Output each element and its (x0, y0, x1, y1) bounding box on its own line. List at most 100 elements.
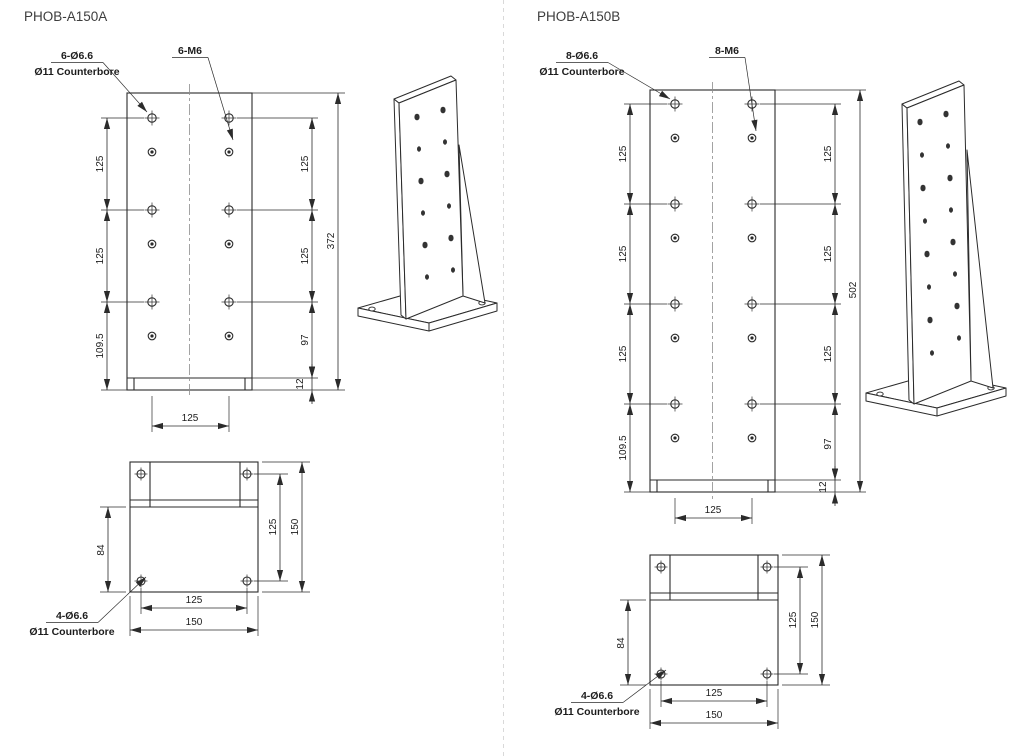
iso-base-front-right (936, 387, 1007, 417)
dim-b-right-3: 125 (823, 345, 834, 362)
panel-b-front-outline (649, 82, 776, 500)
iso-plate-face (906, 84, 972, 405)
callout-counterbore-line2: Ø11 Counterbore (539, 66, 624, 78)
base-hole (133, 466, 149, 482)
panel-b-callout-counterbore: 8-Ø6.6 Ø11 Counterbore (539, 50, 671, 100)
tapped-hole (670, 233, 680, 243)
counterbore-hole (220, 293, 238, 311)
base-hole (759, 559, 775, 575)
counterbore-hole (143, 201, 161, 219)
dim-b-bottom-inner: 125 (706, 688, 723, 699)
panel-a-front-view: 125 125 109.5 125 125 97 (34, 45, 345, 432)
panel-b-front-holes (666, 95, 761, 443)
panel-a-isometric-view (357, 75, 498, 332)
dim-b-right-4: 97 (823, 438, 834, 450)
panel-b-bottom-view: 84 125 150 125 150 4-Ø6.6 (554, 554, 830, 729)
dim-a-right-2: 125 (300, 247, 311, 264)
panel-a-callout-counterbore: 6-Ø6.6 Ø11 Counterbore (34, 50, 148, 113)
dim-b-width: 125 (705, 505, 722, 516)
callout-counterbore-line1: 6-Ø6.6 (61, 50, 93, 62)
dim-a-left-1: 125 (95, 155, 106, 172)
tapped-hole (747, 133, 757, 143)
callout-tapped-label: 8-M6 (715, 45, 739, 57)
dim-a-left-2: 125 (95, 247, 106, 264)
dim-a-right-4: 12 (295, 378, 306, 390)
counterbore-hole (666, 295, 684, 313)
panel-b-overall-dim: 502 (848, 90, 864, 492)
callout-base-line1: 4-Ø6.6 (56, 610, 88, 622)
tapped-hole (147, 331, 157, 341)
iso-plate-holes (917, 110, 961, 356)
counterbore-hole (143, 109, 161, 127)
tapped-hole (147, 147, 157, 157)
panel-a: PHOB-A150A (24, 9, 498, 638)
dim-a-bottom-outer: 150 (186, 617, 203, 628)
dim-a-bottom-side: 84 (96, 544, 107, 556)
iso-base-hole (876, 391, 884, 397)
panel-b-right-dims: 125 125 125 97 12 (760, 89, 866, 506)
dim-b-bottom-side: 84 (616, 637, 627, 649)
counterbore-hole (666, 195, 684, 213)
tapped-hole (747, 333, 757, 343)
panel-a-bottom-callout: 4-Ø6.6 Ø11 Counterbore (29, 576, 147, 638)
dim-b-right-5: 12 (818, 481, 829, 493)
panel-b-bottom-callout: 4-Ø6.6 Ø11 Counterbore (554, 669, 667, 718)
dim-b-left-4: 109.5 (618, 435, 629, 460)
panel-b-title: PHOB-A150B (537, 9, 620, 24)
panel-a-bottom-dims: 84 125 150 125 150 (96, 461, 310, 636)
callout-counterbore-line1: 8-Ø6.6 (566, 50, 598, 62)
dim-b-left-3: 125 (618, 345, 629, 362)
panel-b-bottom-dims: 84 125 150 125 150 (616, 554, 830, 729)
panel-b-isometric-view (865, 80, 1007, 417)
panel-a-front-holes (143, 109, 238, 341)
panel-a-callout-tapped: 6-M6 (172, 45, 234, 141)
iso-base-hole (368, 306, 376, 312)
counterbore-hole (666, 395, 684, 413)
callout-counterbore-line2: Ø11 Counterbore (34, 66, 119, 78)
counterbore-hole (743, 195, 761, 213)
dim-b-bottom-outer: 150 (706, 710, 723, 721)
panel-a-front-outline (126, 84, 253, 398)
panel-a-width-dim: 125 (151, 396, 230, 432)
tapped-hole (670, 133, 680, 143)
counterbore-hole (220, 201, 238, 219)
callout-base-line1: 4-Ø6.6 (581, 690, 613, 702)
dim-b-bottom-right-inner: 125 (788, 611, 799, 628)
dim-b-right-2: 125 (823, 245, 834, 262)
tapped-hole (747, 433, 757, 443)
panel-a-title: PHOB-A150A (24, 9, 107, 24)
panel-b: PHOB-A150B (537, 9, 1007, 729)
dim-b-left-1: 125 (618, 145, 629, 162)
tapped-hole (147, 239, 157, 249)
iso-gusset (966, 149, 994, 389)
tapped-hole (224, 147, 234, 157)
dim-a-bottom-right-outer: 150 (290, 518, 301, 535)
dim-a-bottom-right-inner: 125 (268, 518, 279, 535)
panel-a-bottom-view: 84 125 150 125 150 4-Ø6.6 (29, 461, 310, 638)
dim-b-bottom-right-outer: 150 (810, 611, 821, 628)
panel-a-right-dims: 125 125 97 12 (237, 92, 345, 404)
iso-plate-holes (414, 106, 455, 280)
counterbore-hole (143, 293, 161, 311)
base-hole (239, 466, 255, 482)
tapped-hole (670, 433, 680, 443)
base-hole (133, 573, 149, 589)
dim-a-overall: 372 (326, 232, 337, 249)
panel-a-overall-dim: 372 (326, 93, 342, 390)
counterbore-hole (743, 295, 761, 313)
dim-b-right-1: 125 (823, 145, 834, 162)
panel-b-callout-tapped: 8-M6 (709, 45, 758, 132)
callout-tapped-label: 6-M6 (178, 45, 202, 57)
dim-a-width: 125 (182, 413, 199, 424)
base-hole (239, 573, 255, 589)
dim-a-bottom-inner: 125 (186, 595, 203, 606)
tapped-hole (224, 331, 234, 341)
callout-base-line2: Ø11 Counterbore (554, 706, 639, 718)
panel-b-width-dim: 125 (674, 498, 753, 524)
base-hole (759, 666, 775, 682)
panel-b-left-dims: 125 125 125 109.5 (618, 103, 667, 493)
callout-base-line2: Ø11 Counterbore (29, 626, 114, 638)
tapped-hole (224, 239, 234, 249)
